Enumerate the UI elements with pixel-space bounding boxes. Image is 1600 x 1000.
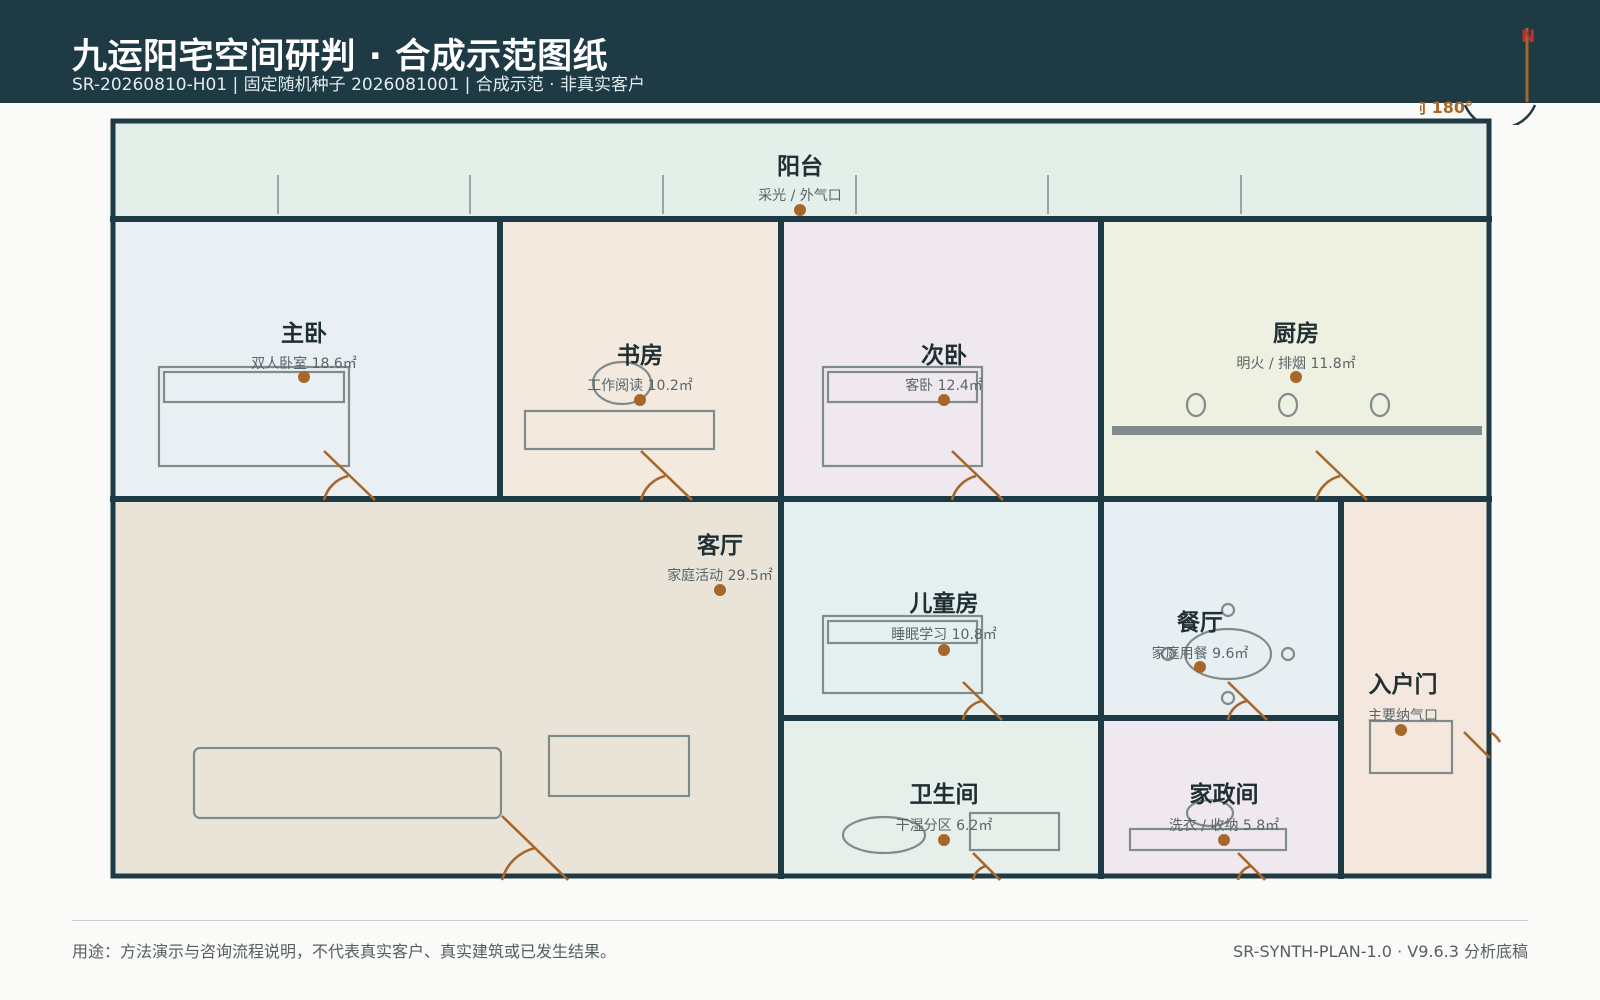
page-subtitle: SR-20260810-H01 | 固定随机种子 2026081001 | 合成… [72, 75, 645, 95]
bath-sub: 干湿分区 6.2㎡ [896, 818, 993, 834]
doors [322, 450, 1502, 881]
living-coffee-table [547, 734, 691, 798]
floor-plan: 阳台 采光 / 外气口 主卧 双人卧室 18.6㎡ 书房 工作阅读 10.2㎡ … [110, 118, 1502, 881]
kitchen-burners [1185, 392, 1391, 418]
dining-name: 餐厅 [1177, 610, 1223, 636]
room-bath[interactable] [783, 720, 1099, 874]
room-kids[interactable] [783, 501, 1099, 716]
door-kitchen [1314, 450, 1368, 501]
footer-version: SR-SYNTH-PLAN-1.0 · V9.6.3 分析底稿 [1233, 942, 1528, 961]
study-sub: 工作阅读 10.2㎡ [587, 377, 693, 394]
study-desk [523, 409, 716, 451]
living-sub: 家庭活动 29.5㎡ [667, 567, 773, 584]
room-study[interactable] [502, 221, 779, 497]
utility-shelf [1128, 827, 1288, 852]
door-living [500, 815, 569, 881]
door-study [639, 450, 693, 501]
bath-name: 卫生间 [910, 782, 979, 808]
balcony-sub: 采光 / 外气口 [758, 188, 842, 204]
kids-name: 儿童房 [910, 590, 979, 617]
room-kitchen[interactable] [1103, 221, 1487, 497]
door-master [322, 450, 376, 501]
utility-washer [1185, 798, 1235, 828]
second-name: 次卧 [921, 342, 967, 369]
door-kids [961, 681, 1003, 721]
kitchen-sub: 明火 / 排烟 11.8㎡ [1236, 356, 1355, 372]
living-name: 客厅 [697, 532, 743, 559]
kitchen-name: 厨房 [1273, 320, 1319, 347]
footer-divider [72, 920, 1528, 921]
kitchen-counter [1112, 426, 1482, 435]
room-master-bedroom[interactable] [114, 221, 498, 497]
door-bath [971, 852, 1001, 881]
room-labels: 阳台 采光 / 外气口 主卧 双人卧室 18.6㎡ 书房 工作阅读 10.2㎡ … [251, 153, 1438, 834]
master-sub: 双人卧室 18.6㎡ [251, 355, 357, 372]
room-dining[interactable] [1103, 501, 1339, 716]
dining-table-set [1160, 602, 1296, 706]
door-entry [1463, 730, 1502, 759]
walls [110, 118, 1492, 879]
living-sofa [192, 746, 503, 820]
study-chair [591, 360, 653, 406]
entry-sub: 主要纳气口 [1368, 708, 1438, 724]
dining-sub: 家庭用餐 9.6㎡ [1152, 645, 1249, 662]
door-utility [1236, 852, 1266, 881]
bath-tub [841, 815, 927, 855]
balcony-name: 阳台 [777, 153, 823, 180]
utility-name: 家政间 [1190, 781, 1259, 808]
furniture [157, 360, 1482, 855]
kids-bed [821, 614, 984, 695]
bath-vanity [968, 811, 1061, 852]
second-sub: 客卧 12.4㎡ [905, 377, 983, 394]
utility-sub: 洗衣 / 收纳 5.8㎡ [1169, 818, 1279, 834]
master-name: 主卧 [281, 321, 327, 347]
room-entry[interactable] [1343, 501, 1487, 874]
compass: N 向 180° [1420, 27, 1537, 125]
footer-disclaimer: 用途：方法演示与咨询流程说明，不代表真实客户、真实建筑或已发生结果。 [72, 942, 617, 961]
compass-facing-label: 向 180° [1420, 98, 1473, 117]
second-bed [821, 365, 984, 468]
door-dining [1226, 681, 1268, 721]
master-bed [157, 365, 351, 468]
room-second-bedroom[interactable] [783, 221, 1099, 497]
door-second [950, 450, 1004, 501]
compass-north-label: N [1521, 27, 1535, 47]
study-name: 书房 [617, 342, 663, 369]
room-utility[interactable] [1103, 720, 1339, 874]
qi-markers [298, 204, 1407, 846]
room-balcony[interactable] [114, 122, 1487, 218]
room-living[interactable] [114, 501, 779, 874]
entry-name: 入户门 [1369, 671, 1438, 698]
header-bar: 九运阳宅空间研判 · 合成示范图纸 SR-20260810-H01 | 固定随机… [0, 0, 1600, 103]
page-title: 九运阳宅空间研判 · 合成示范图纸 [72, 37, 609, 77]
kids-sub: 睡眠学习 10.8㎡ [891, 627, 997, 643]
entry-cabinet [1368, 719, 1454, 775]
balcony-railing [277, 175, 1242, 214]
